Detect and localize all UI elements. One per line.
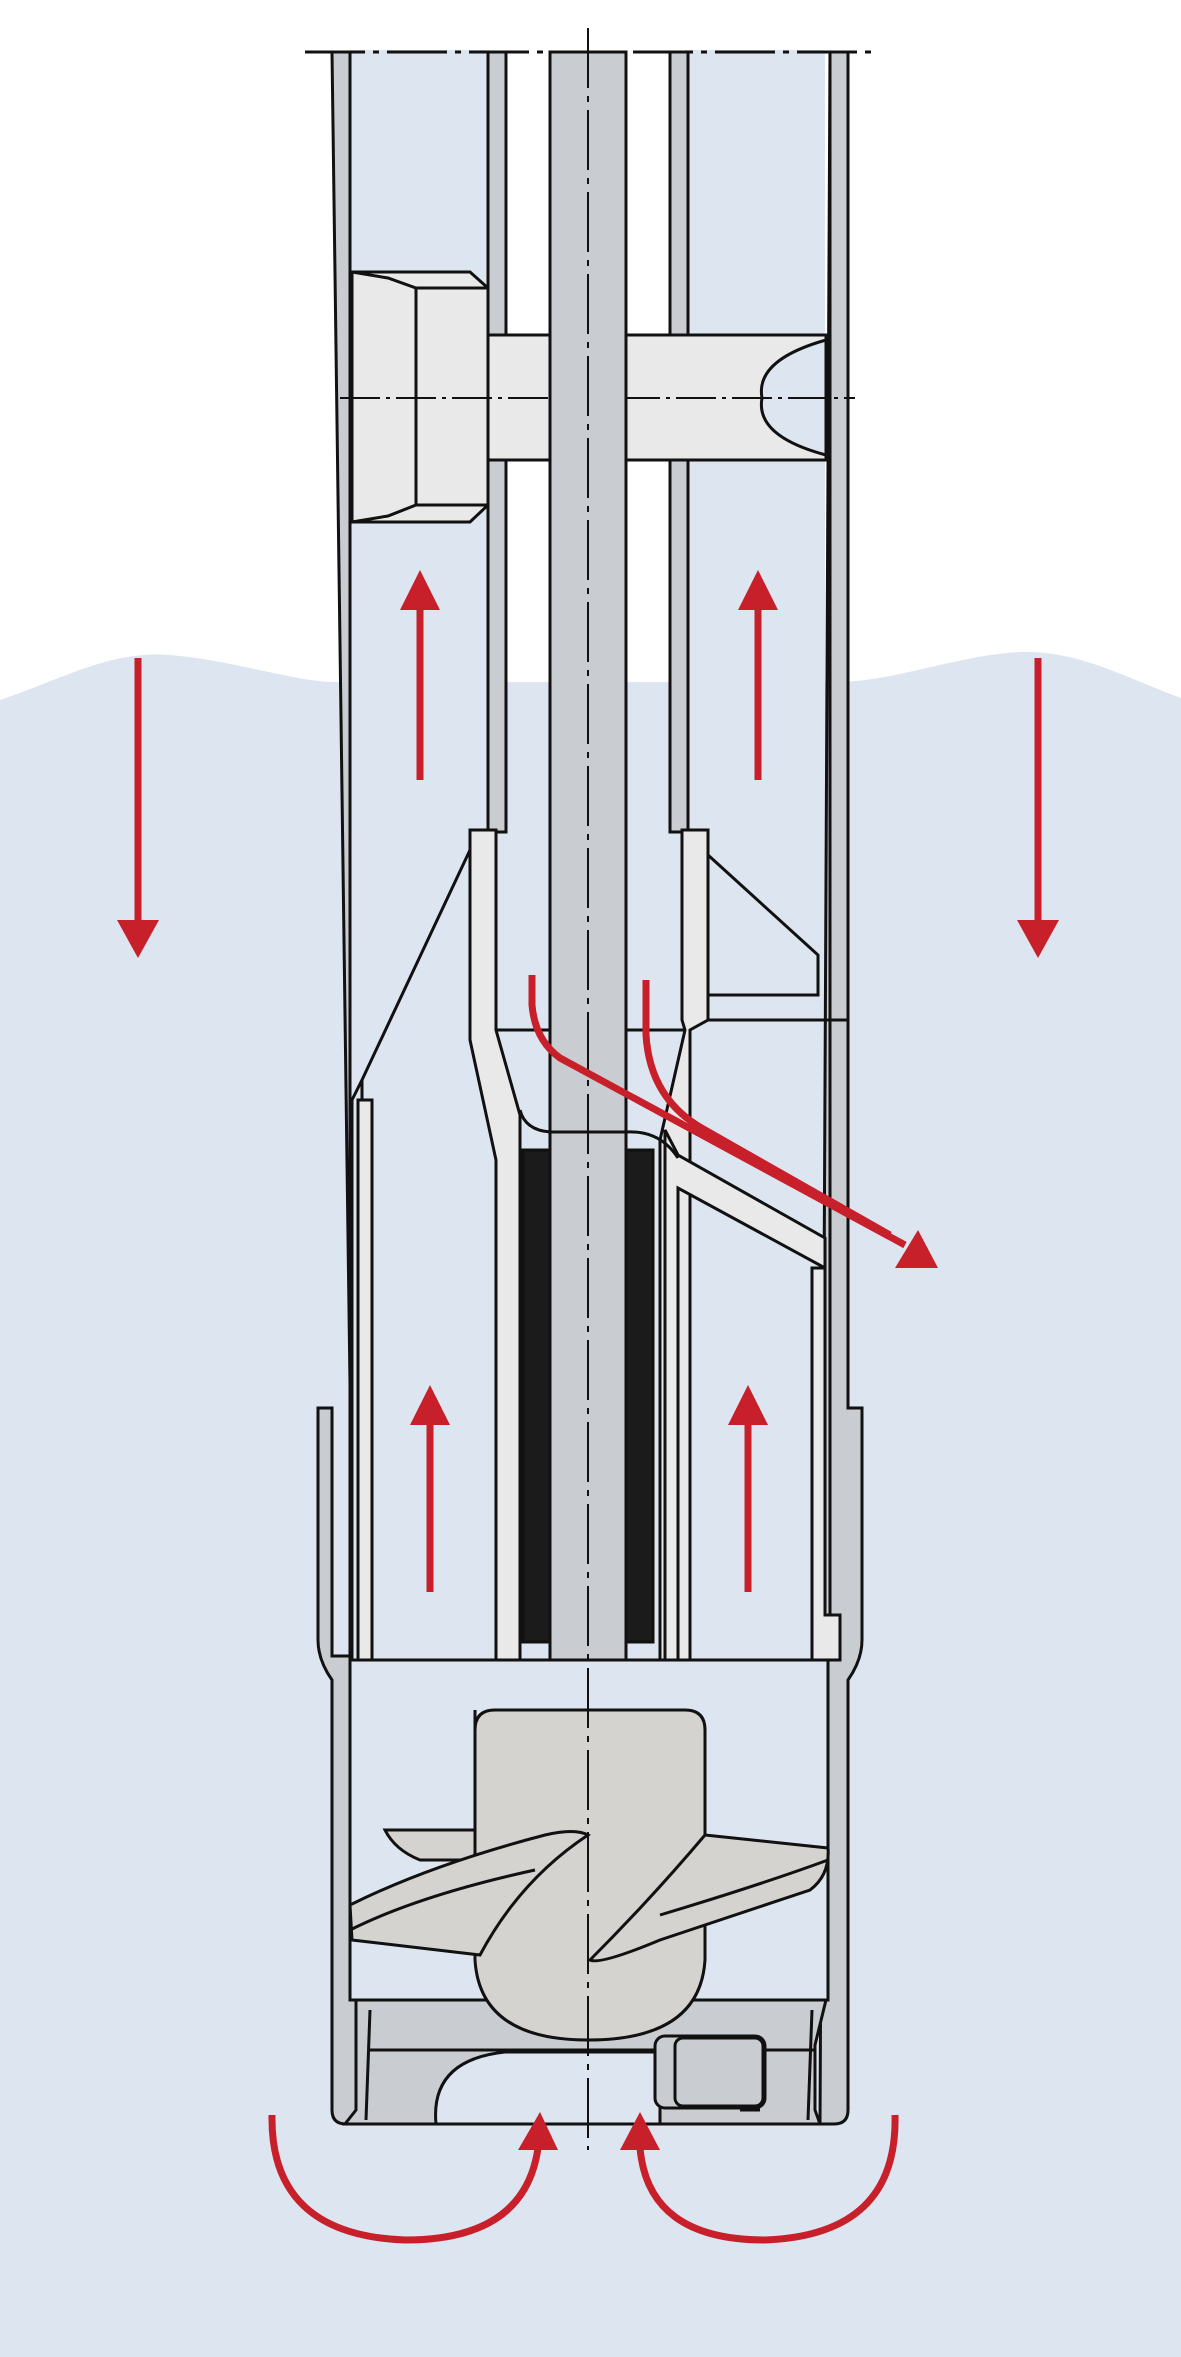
arrow-up-icon	[410, 1385, 450, 1592]
arrow-up-icon	[738, 570, 778, 780]
seal-ring	[518, 1109, 680, 1159]
arrow-up-icon	[728, 1385, 768, 1592]
arrow-down-icon	[1017, 658, 1059, 958]
right-bracket	[706, 851, 848, 1022]
arrow-up-icon	[400, 570, 440, 780]
flow-arrows	[117, 570, 1059, 2244]
arrow-down-icon	[117, 658, 159, 958]
curved-arrow-icon	[620, 2112, 899, 2244]
bearing-block	[653, 2034, 767, 2112]
lower-inner-walls	[356, 1098, 842, 1662]
curved-arrow-icon	[268, 2112, 558, 2244]
impeller	[348, 1708, 830, 2042]
discharge-arrow-icon	[528, 975, 938, 1268]
intake-opening	[434, 2050, 662, 2126]
